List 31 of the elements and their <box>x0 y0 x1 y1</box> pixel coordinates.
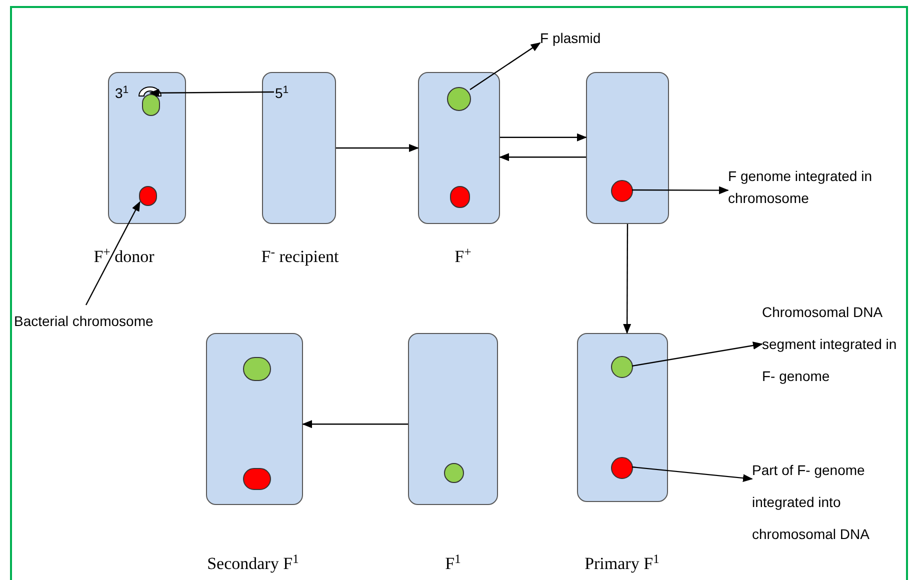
cell-box <box>262 72 336 224</box>
end-label: 5$^{1}$ <box>275 83 297 103</box>
cell-caption: Secondary F$^{1}$ <box>207 551 299 575</box>
cell-caption: F$^{1}$ <box>445 551 461 575</box>
arrow <box>85 201 140 306</box>
arrow <box>302 420 408 428</box>
end-label: 3$^{1}$ <box>115 83 137 103</box>
annotation-text: Chromosomal DNA segment integrated in F- genome <box>762 296 912 392</box>
arrow <box>623 224 632 334</box>
cell-box <box>586 72 669 224</box>
cell-box <box>206 333 303 505</box>
cell-box <box>108 72 186 224</box>
annotation-text: Part of F- genome integrated into chromosomal DNA <box>752 454 902 550</box>
arrow <box>336 144 419 152</box>
cell-caption: F$^{+}$ <box>454 244 472 268</box>
arrow <box>632 466 753 482</box>
cell-box <box>408 333 498 505</box>
annotation-text: Bacterial chromosome <box>14 305 194 327</box>
arrow <box>632 186 729 194</box>
arrow <box>499 153 586 162</box>
cell-caption: F$^{+}$ donor <box>94 244 154 268</box>
annotation-text: F plasmid <box>540 22 630 44</box>
cell-caption: Primary F$^{1}$ <box>584 551 660 575</box>
cell-caption: F$^{-}$ recipient <box>261 244 339 268</box>
arrow <box>500 133 587 142</box>
annotation-text: F genome integrated in chromosome <box>728 165 908 211</box>
cell-box <box>418 72 500 224</box>
arrow <box>149 88 274 97</box>
arrow <box>632 342 763 367</box>
cell-box <box>577 333 668 502</box>
arrow <box>470 42 541 90</box>
